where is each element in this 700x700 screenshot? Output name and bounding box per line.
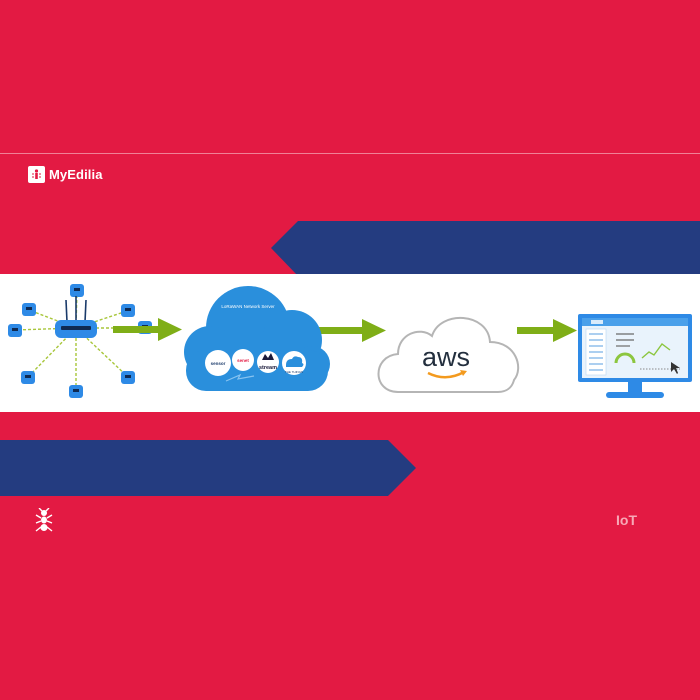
sensor-node-icon bbox=[121, 304, 135, 317]
myedilia-logo-icon bbox=[28, 166, 45, 183]
sensor-node-icon bbox=[69, 385, 83, 398]
aws-logo-text: aws bbox=[422, 342, 470, 372]
sensor-node-icon bbox=[121, 371, 135, 384]
blue-band-top bbox=[271, 221, 700, 276]
arrow-icon bbox=[517, 319, 577, 342]
lora-gateway-icon bbox=[55, 296, 97, 338]
cursor-icon bbox=[671, 362, 680, 374]
brand-name: MyEdilia bbox=[49, 167, 103, 182]
sensor-node-icon bbox=[8, 324, 22, 337]
ant-logo-icon bbox=[34, 507, 54, 537]
svg-text:stream: stream bbox=[259, 365, 277, 371]
sensor-network bbox=[8, 284, 152, 398]
aws-smile-icon bbox=[427, 370, 465, 379]
monitor-dashboard-icon bbox=[578, 314, 692, 398]
arrow-icon bbox=[318, 319, 386, 342]
iot-label: IoT bbox=[616, 512, 637, 528]
provider-thethings-logo: THE THINGS bbox=[282, 351, 306, 375]
sensor-node-icon bbox=[22, 303, 36, 316]
svg-text:THE THINGS: THE THINGS bbox=[285, 370, 303, 374]
blue-band-bottom bbox=[0, 440, 416, 496]
svg-text:senet: senet bbox=[237, 358, 249, 363]
network-server-cloud: LoRaWAN Network Server sensor senet stre… bbox=[184, 286, 330, 391]
brand[interactable]: MyEdilia bbox=[28, 166, 103, 183]
network-server-title: LoRaWAN Network Server bbox=[221, 304, 275, 309]
provider-stream-logo: stream bbox=[257, 351, 279, 373]
sensor-node-icon bbox=[21, 371, 35, 384]
arrow-icon bbox=[113, 318, 182, 341]
aws-cloud: aws bbox=[377, 316, 519, 393]
provider-sensor-logo: sensor bbox=[205, 350, 231, 376]
iot-architecture-diagram: LoRaWAN Network Server sensor senet stre… bbox=[8, 284, 692, 398]
provider-senet-logo: senet bbox=[232, 349, 254, 371]
divider-line bbox=[0, 153, 700, 154]
svg-text:sensor: sensor bbox=[211, 361, 226, 366]
sensor-node-icon bbox=[70, 284, 84, 297]
